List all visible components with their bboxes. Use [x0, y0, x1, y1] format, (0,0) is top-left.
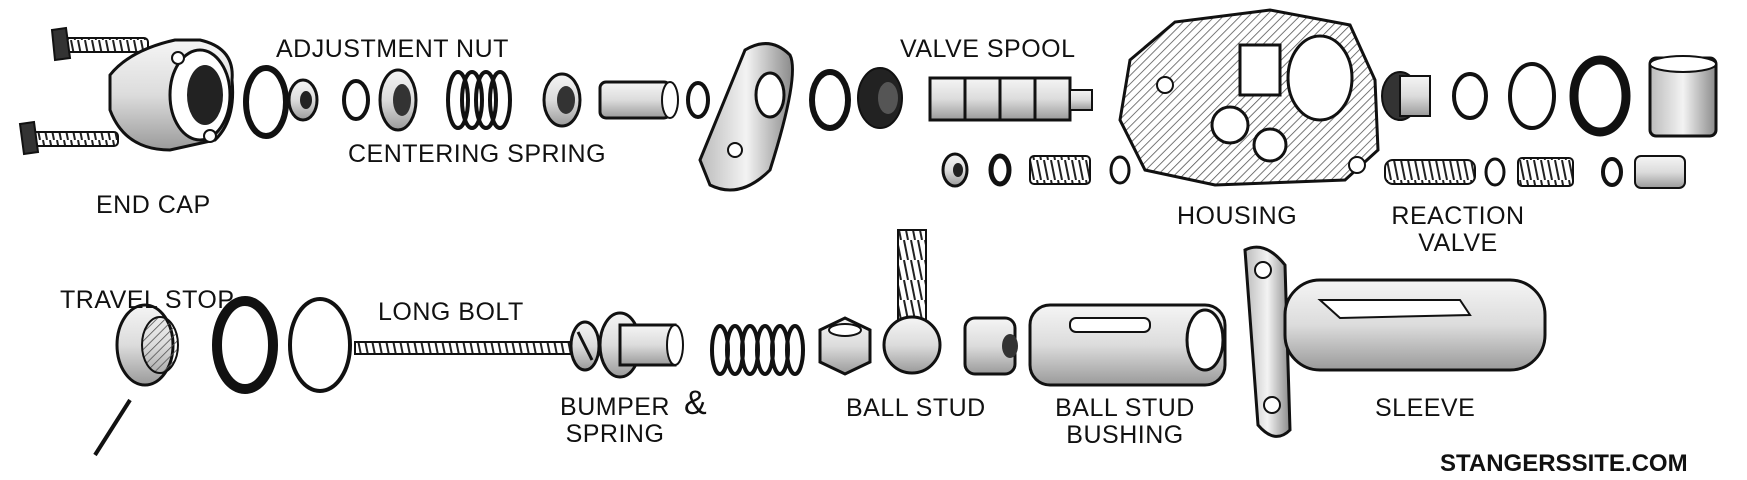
cotter-pin — [93, 398, 132, 457]
label-reaction-valve-line2: VALVE — [1418, 229, 1498, 257]
label-ball-stud-bushing: BALL STUD BUSHING — [1040, 395, 1210, 449]
label-bushing-line1: BALL STUD — [1055, 394, 1195, 422]
travel-stop-part — [115, 303, 179, 387]
ball-stud-part — [882, 229, 942, 375]
bumper-part — [598, 311, 684, 379]
label-long-bolt: LONG BOLT — [378, 298, 524, 326]
label-reaction-valve: REACTION VALVE — [1383, 203, 1533, 257]
travel-stop-seal — [212, 296, 278, 394]
label-travel-stop: TRAVEL STOP — [60, 286, 235, 314]
small-oring-1 — [988, 153, 1012, 187]
label-valve-spool: VALVE SPOOL — [900, 35, 1076, 63]
spacer-tube — [598, 80, 679, 120]
reaction-seal — [1569, 55, 1631, 137]
label-bumper-spring: BUMPER SPRING — [550, 394, 680, 448]
reaction-washer-2 — [1508, 62, 1556, 130]
seal-ring-2 — [809, 69, 851, 131]
reaction-piston — [1634, 155, 1686, 189]
reaction-oring — [1601, 157, 1623, 187]
label-ball-stud: BALL STUD — [846, 394, 986, 422]
small-washer-2 — [686, 81, 710, 119]
end-cap-bolt-lower — [18, 120, 119, 156]
adjustment-nut-part — [287, 78, 319, 122]
seal-ring-1 — [243, 65, 289, 139]
small-washer-3 — [1109, 155, 1131, 185]
reaction-plug — [1381, 71, 1431, 121]
label-adjustment-nut: ADJUSTMENT NUT — [276, 35, 509, 63]
small-washer-1 — [342, 79, 370, 121]
sleeve-part — [1243, 245, 1547, 438]
centering-spring-part — [446, 70, 512, 130]
label-centering-spring: CENTERING SPRING — [348, 140, 607, 168]
label-housing: HOUSING — [1177, 202, 1298, 230]
ball-stud-bushing-part — [963, 303, 1227, 387]
reaction-pin — [1384, 159, 1476, 185]
small-spring-1 — [1029, 155, 1091, 185]
ball-stud-nut — [818, 316, 872, 376]
cover-plate — [698, 42, 794, 192]
label-reaction-valve-line1: REACTION — [1391, 202, 1525, 230]
rubber-seal — [857, 67, 903, 129]
long-bolt-part — [354, 320, 601, 372]
label-bushing-line2: BUSHING — [1066, 421, 1184, 449]
watermark: STANGERSSITE.COM — [1440, 450, 1688, 477]
label-end-cap: END CAP — [96, 191, 211, 219]
reaction-sleeve — [1648, 55, 1718, 138]
bumper-spring-part — [710, 324, 805, 376]
valve-spool-part — [928, 76, 1093, 122]
label-ampersand: & — [684, 384, 707, 422]
housing-part — [1118, 8, 1380, 187]
end-cap-part — [108, 38, 235, 152]
spring-cup — [542, 72, 582, 128]
travel-stop-washer — [288, 297, 352, 393]
small-nut-1 — [941, 152, 969, 188]
cup-retainer-1 — [378, 68, 418, 132]
label-sleeve: SLEEVE — [1375, 394, 1476, 422]
end-cap-bolt-upper — [50, 26, 149, 62]
reaction-washer-1 — [1452, 72, 1488, 120]
reaction-washer-3 — [1484, 157, 1506, 187]
label-bumper-line2: SPRING — [565, 420, 665, 448]
label-bumper-line1: BUMPER — [560, 393, 670, 421]
reaction-spring — [1517, 157, 1574, 187]
